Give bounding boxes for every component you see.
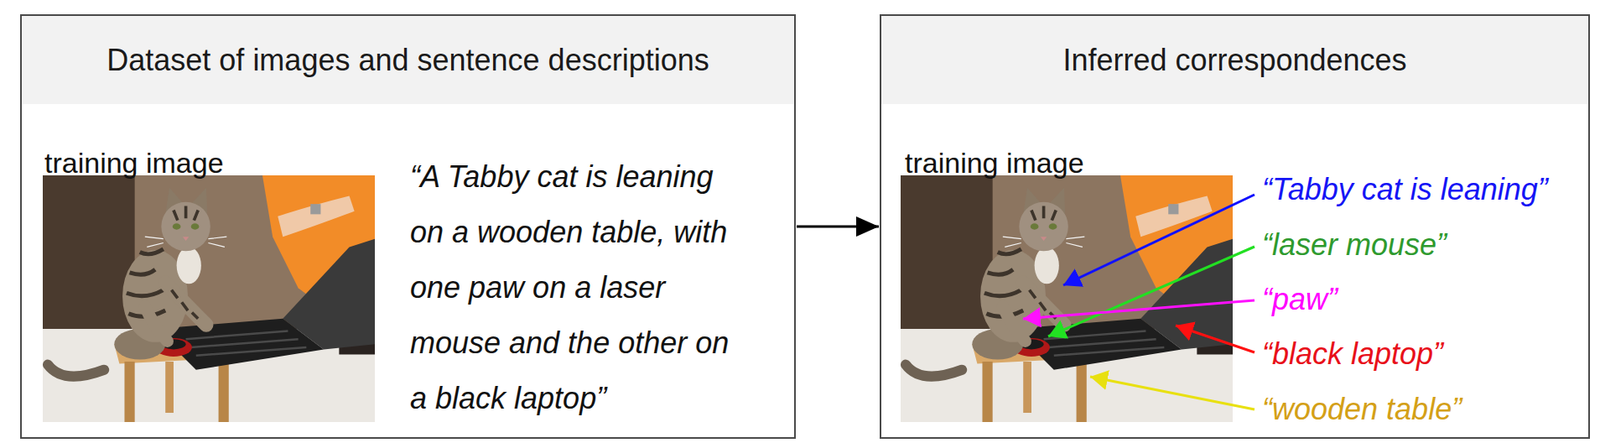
phrase-label: “Tabby cat is leaning” bbox=[1262, 171, 1549, 208]
leader-line bbox=[1023, 300, 1255, 319]
photo-illustration bbox=[900, 175, 1233, 422]
flow-arrow bbox=[796, 225, 879, 229]
panel-box: Inferred correspondences training image bbox=[879, 14, 1590, 439]
leader-line bbox=[1048, 246, 1255, 337]
panel-title: Inferred correspondences bbox=[1062, 42, 1407, 78]
header-band: Inferred correspondences bbox=[881, 15, 1589, 104]
leader-line bbox=[1063, 194, 1255, 286]
photo-illustration bbox=[42, 175, 375, 422]
phrase-label: “paw” bbox=[1262, 280, 1338, 318]
image-caption: training image bbox=[44, 145, 224, 181]
phrase-label: “wooden table” bbox=[1262, 390, 1462, 428]
panel-box: Dataset of images and sentence descripti… bbox=[20, 14, 796, 439]
leader-line bbox=[1175, 325, 1255, 353]
phrase-label: “black laptop” bbox=[1262, 335, 1444, 373]
phrase-label: “laser mouse” bbox=[1262, 226, 1447, 264]
header-band: Dataset of images and sentence descripti… bbox=[21, 15, 795, 104]
image-caption: training image bbox=[904, 145, 1085, 181]
leader-line bbox=[1090, 376, 1255, 410]
sentence-description: “A Tabby cat is leaning on a wooden tabl… bbox=[410, 149, 746, 426]
panel-title: Dataset of images and sentence descripti… bbox=[106, 42, 709, 78]
